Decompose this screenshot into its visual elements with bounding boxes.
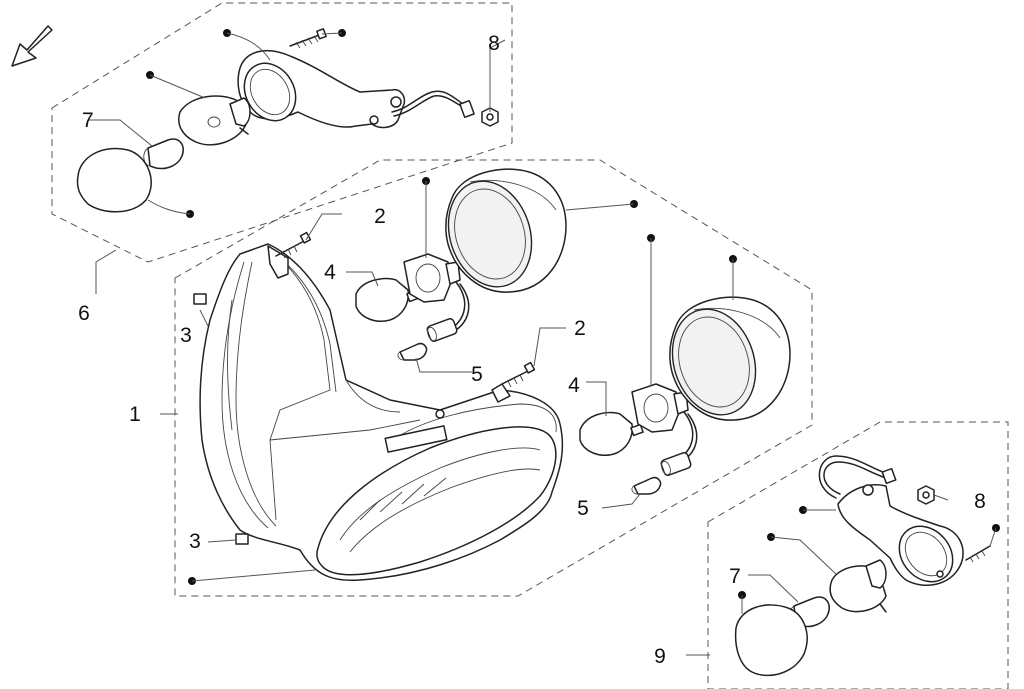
callout-3-upper: 3 xyxy=(180,324,192,347)
callout-7-top: 7 xyxy=(82,109,94,132)
reflector-ring-right xyxy=(669,296,791,421)
headlight-bulb-right xyxy=(579,411,644,456)
callout-3-lower: 3 xyxy=(189,530,201,553)
direction-arrow-icon xyxy=(11,25,53,67)
callout-6: 6 xyxy=(78,302,90,325)
callout-2-upper: 2 xyxy=(374,205,386,228)
reflector-ring-left xyxy=(445,168,567,293)
callout-5-right: 5 xyxy=(577,497,589,520)
turn-signal-front-right xyxy=(734,455,991,677)
connector-right xyxy=(660,452,692,476)
callout-2-lower: 2 xyxy=(574,317,586,340)
callout-1: 1 xyxy=(129,403,141,426)
callout-labels: 8 7 6 2 1 3 4 5 2 4 5 3 8 7 9 xyxy=(78,32,986,668)
callout-7-bottom: 7 xyxy=(729,565,741,588)
callout-9: 9 xyxy=(654,645,666,668)
connector-left xyxy=(426,318,458,342)
screw-lower xyxy=(501,361,536,388)
bulb-socket-left xyxy=(403,253,470,331)
headlight-assembly xyxy=(193,243,564,582)
turn-signal-front-left xyxy=(76,28,499,213)
parking-bulb-right xyxy=(631,476,662,495)
parking-bulb-left xyxy=(397,342,428,361)
leader-lines xyxy=(88,32,997,656)
callout-4-right: 4 xyxy=(568,374,580,397)
group-9-boundary xyxy=(707,421,1009,689)
callout-8-top: 8 xyxy=(488,32,500,55)
callout-4-left: 4 xyxy=(324,261,336,284)
callout-8-bottom: 8 xyxy=(974,490,986,513)
group-6-boundary xyxy=(51,2,513,263)
group-1-boundary xyxy=(174,159,813,597)
callout-5-left: 5 xyxy=(471,363,483,386)
